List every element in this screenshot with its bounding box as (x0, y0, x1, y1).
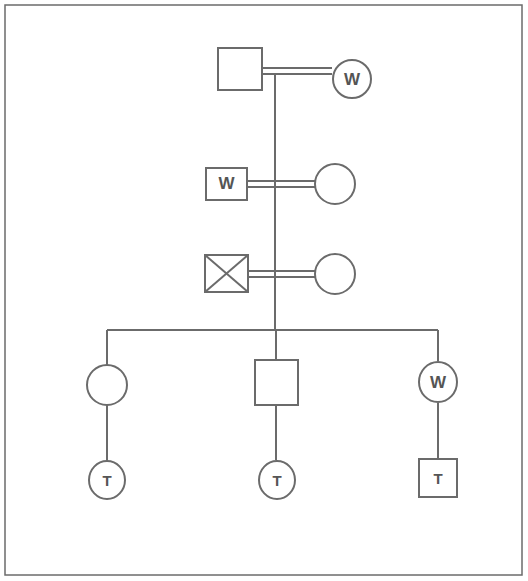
circle-outline (419, 362, 457, 402)
descent-line (106, 330, 108, 365)
female-circle (315, 164, 355, 204)
sibship-line (107, 329, 438, 331)
descent-line (274, 74, 276, 330)
frame (5, 5, 522, 575)
descent-line (275, 330, 277, 360)
cross-line (205, 255, 248, 292)
descent-line (437, 403, 439, 458)
female-circle: T (88, 460, 126, 500)
cross-line (205, 255, 248, 292)
male-square (255, 360, 298, 405)
marriage-line (262, 73, 332, 75)
male-square: W (205, 167, 248, 201)
marriage-line (248, 186, 315, 188)
descent-line (275, 405, 277, 460)
descent-line (106, 405, 108, 460)
person-mark: T (102, 473, 111, 488)
female-circle (315, 254, 355, 294)
circle-outline (259, 461, 295, 499)
person-mark: W (218, 175, 234, 192)
descent-line (437, 330, 439, 361)
circle-outline (89, 461, 125, 499)
female-circle: W (418, 361, 458, 403)
marriage-line (248, 270, 315, 272)
female-circle: T (258, 460, 296, 500)
person-mark: T (272, 473, 281, 488)
marriage-line (248, 276, 315, 278)
person-mark: T (433, 471, 442, 486)
female-circle: W (332, 59, 372, 99)
person-mark: W (344, 71, 360, 88)
circle-outline (333, 60, 371, 98)
male-square: T (418, 458, 458, 498)
deceased-square (205, 255, 248, 292)
person-mark: W (430, 374, 446, 391)
male-square (218, 48, 262, 90)
female-circle (87, 365, 127, 405)
marriage-line (248, 180, 315, 182)
marriage-line (262, 67, 332, 69)
